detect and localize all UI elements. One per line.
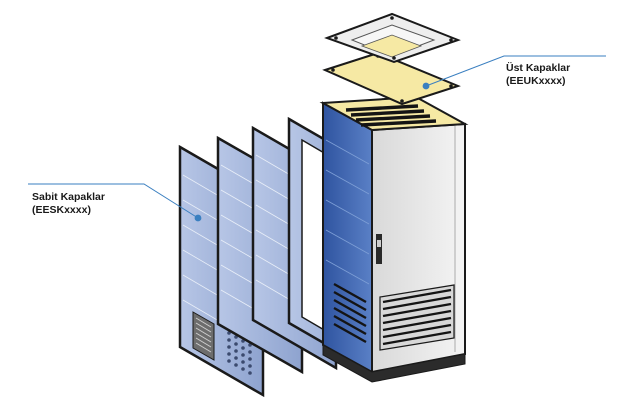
perforation-hole (248, 350, 252, 354)
perforation-hole (227, 345, 231, 349)
top-vent-slots (345, 104, 437, 127)
perforation-hole (248, 357, 252, 361)
perforation-hole (241, 367, 245, 371)
leader-line-fixed-covers (28, 183, 202, 222)
callout-top-covers-title: Üst Kapaklar (506, 62, 571, 74)
callout-fixed-covers-code: (EESKxxxx) (32, 204, 91, 216)
perforation-hole (234, 349, 238, 353)
perforation-hole (248, 364, 252, 368)
perforation-hole (227, 352, 231, 356)
perforation-hole (234, 363, 238, 367)
front-vent (379, 284, 455, 351)
door-handle (376, 234, 382, 264)
perforation-hole (241, 346, 245, 350)
perforation-hole (227, 338, 231, 342)
vent-grille (192, 311, 215, 361)
callout-top-covers-code: (EEUKxxxx) (506, 75, 566, 87)
callout-fixed-covers: Sabit Kapaklar (EESKxxxx) (32, 191, 105, 217)
side-vent (333, 282, 367, 344)
callout-fixed-covers-title: Sabit Kapaklar (32, 191, 105, 203)
top-cover-lid (324, 12, 461, 64)
callout-top-covers: Üst Kapaklar (EEUKxxxx) (506, 62, 570, 88)
perforation-hole (241, 353, 245, 357)
leader-line-top-covers (422, 55, 606, 90)
perforation-hole (234, 342, 238, 346)
perforation-hole (248, 371, 252, 375)
perforation-hole (234, 356, 238, 360)
perforation-hole (241, 360, 245, 364)
cabinet-body (319, 95, 469, 383)
perforation-hole (227, 359, 231, 363)
